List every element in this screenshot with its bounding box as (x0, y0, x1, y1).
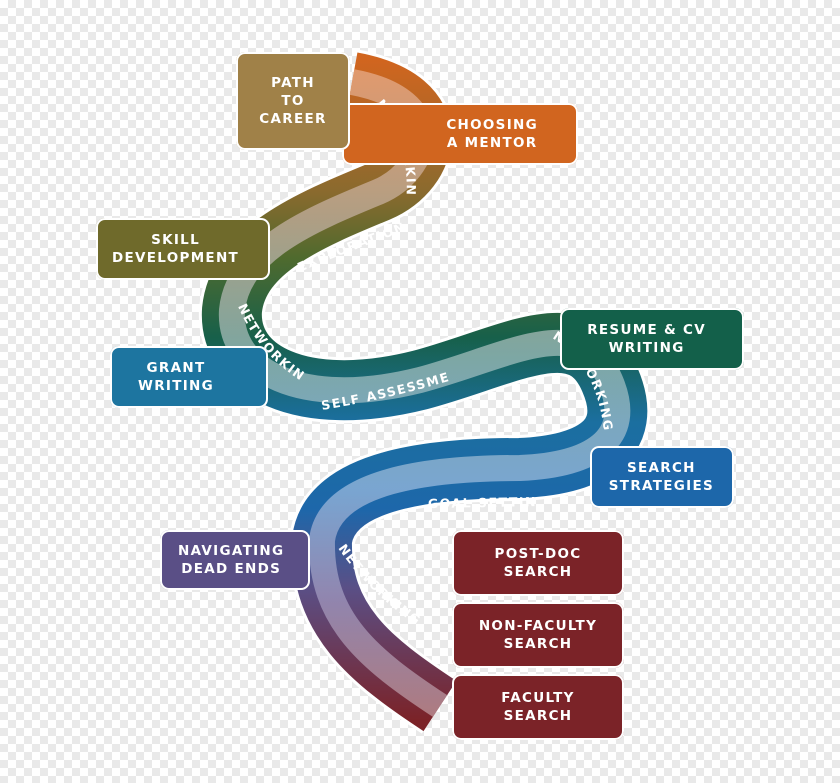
step-label: CHOOSING A MENTOR (446, 117, 538, 151)
step-label: FACULTY SEARCH (501, 690, 575, 724)
step-label: NON-FACULTY SEARCH (478, 618, 598, 652)
step-non-faculty-search: NON-FACULTY SEARCH (452, 602, 624, 668)
step-label: GRANT WRITING (138, 360, 215, 394)
step-path-to-career: PATH TO CAREER (236, 52, 350, 150)
step-grant-writing: GRANT WRITING (110, 346, 268, 408)
step-faculty-search: FACULTY SEARCH (452, 674, 624, 740)
step-label: POST-DOC SEARCH (494, 546, 582, 580)
step-search-strategies: SEARCH STRATEGIES (590, 446, 734, 508)
step-label: SKILL DEVELOPMENT (112, 232, 240, 266)
step-resume-cv-writing: RESUME & CV WRITING (560, 308, 744, 370)
step-label: PATH TO CAREER (259, 75, 327, 127)
step-label: SEARCH STRATEGIES (608, 460, 714, 494)
step-label: NAVIGATING DEAD ENDS (178, 543, 285, 577)
step-navigating-dead-ends: NAVIGATING DEAD ENDS (160, 530, 310, 590)
step-post-doc-search: POST-DOC SEARCH (452, 530, 624, 596)
road-lane (218, 69, 631, 717)
step-label: RESUME & CV WRITING (587, 322, 706, 356)
step-choosing-a-mentor: CHOOSING A MENTOR (342, 103, 578, 165)
step-skill-development: SKILL DEVELOPMENT (96, 218, 270, 280)
